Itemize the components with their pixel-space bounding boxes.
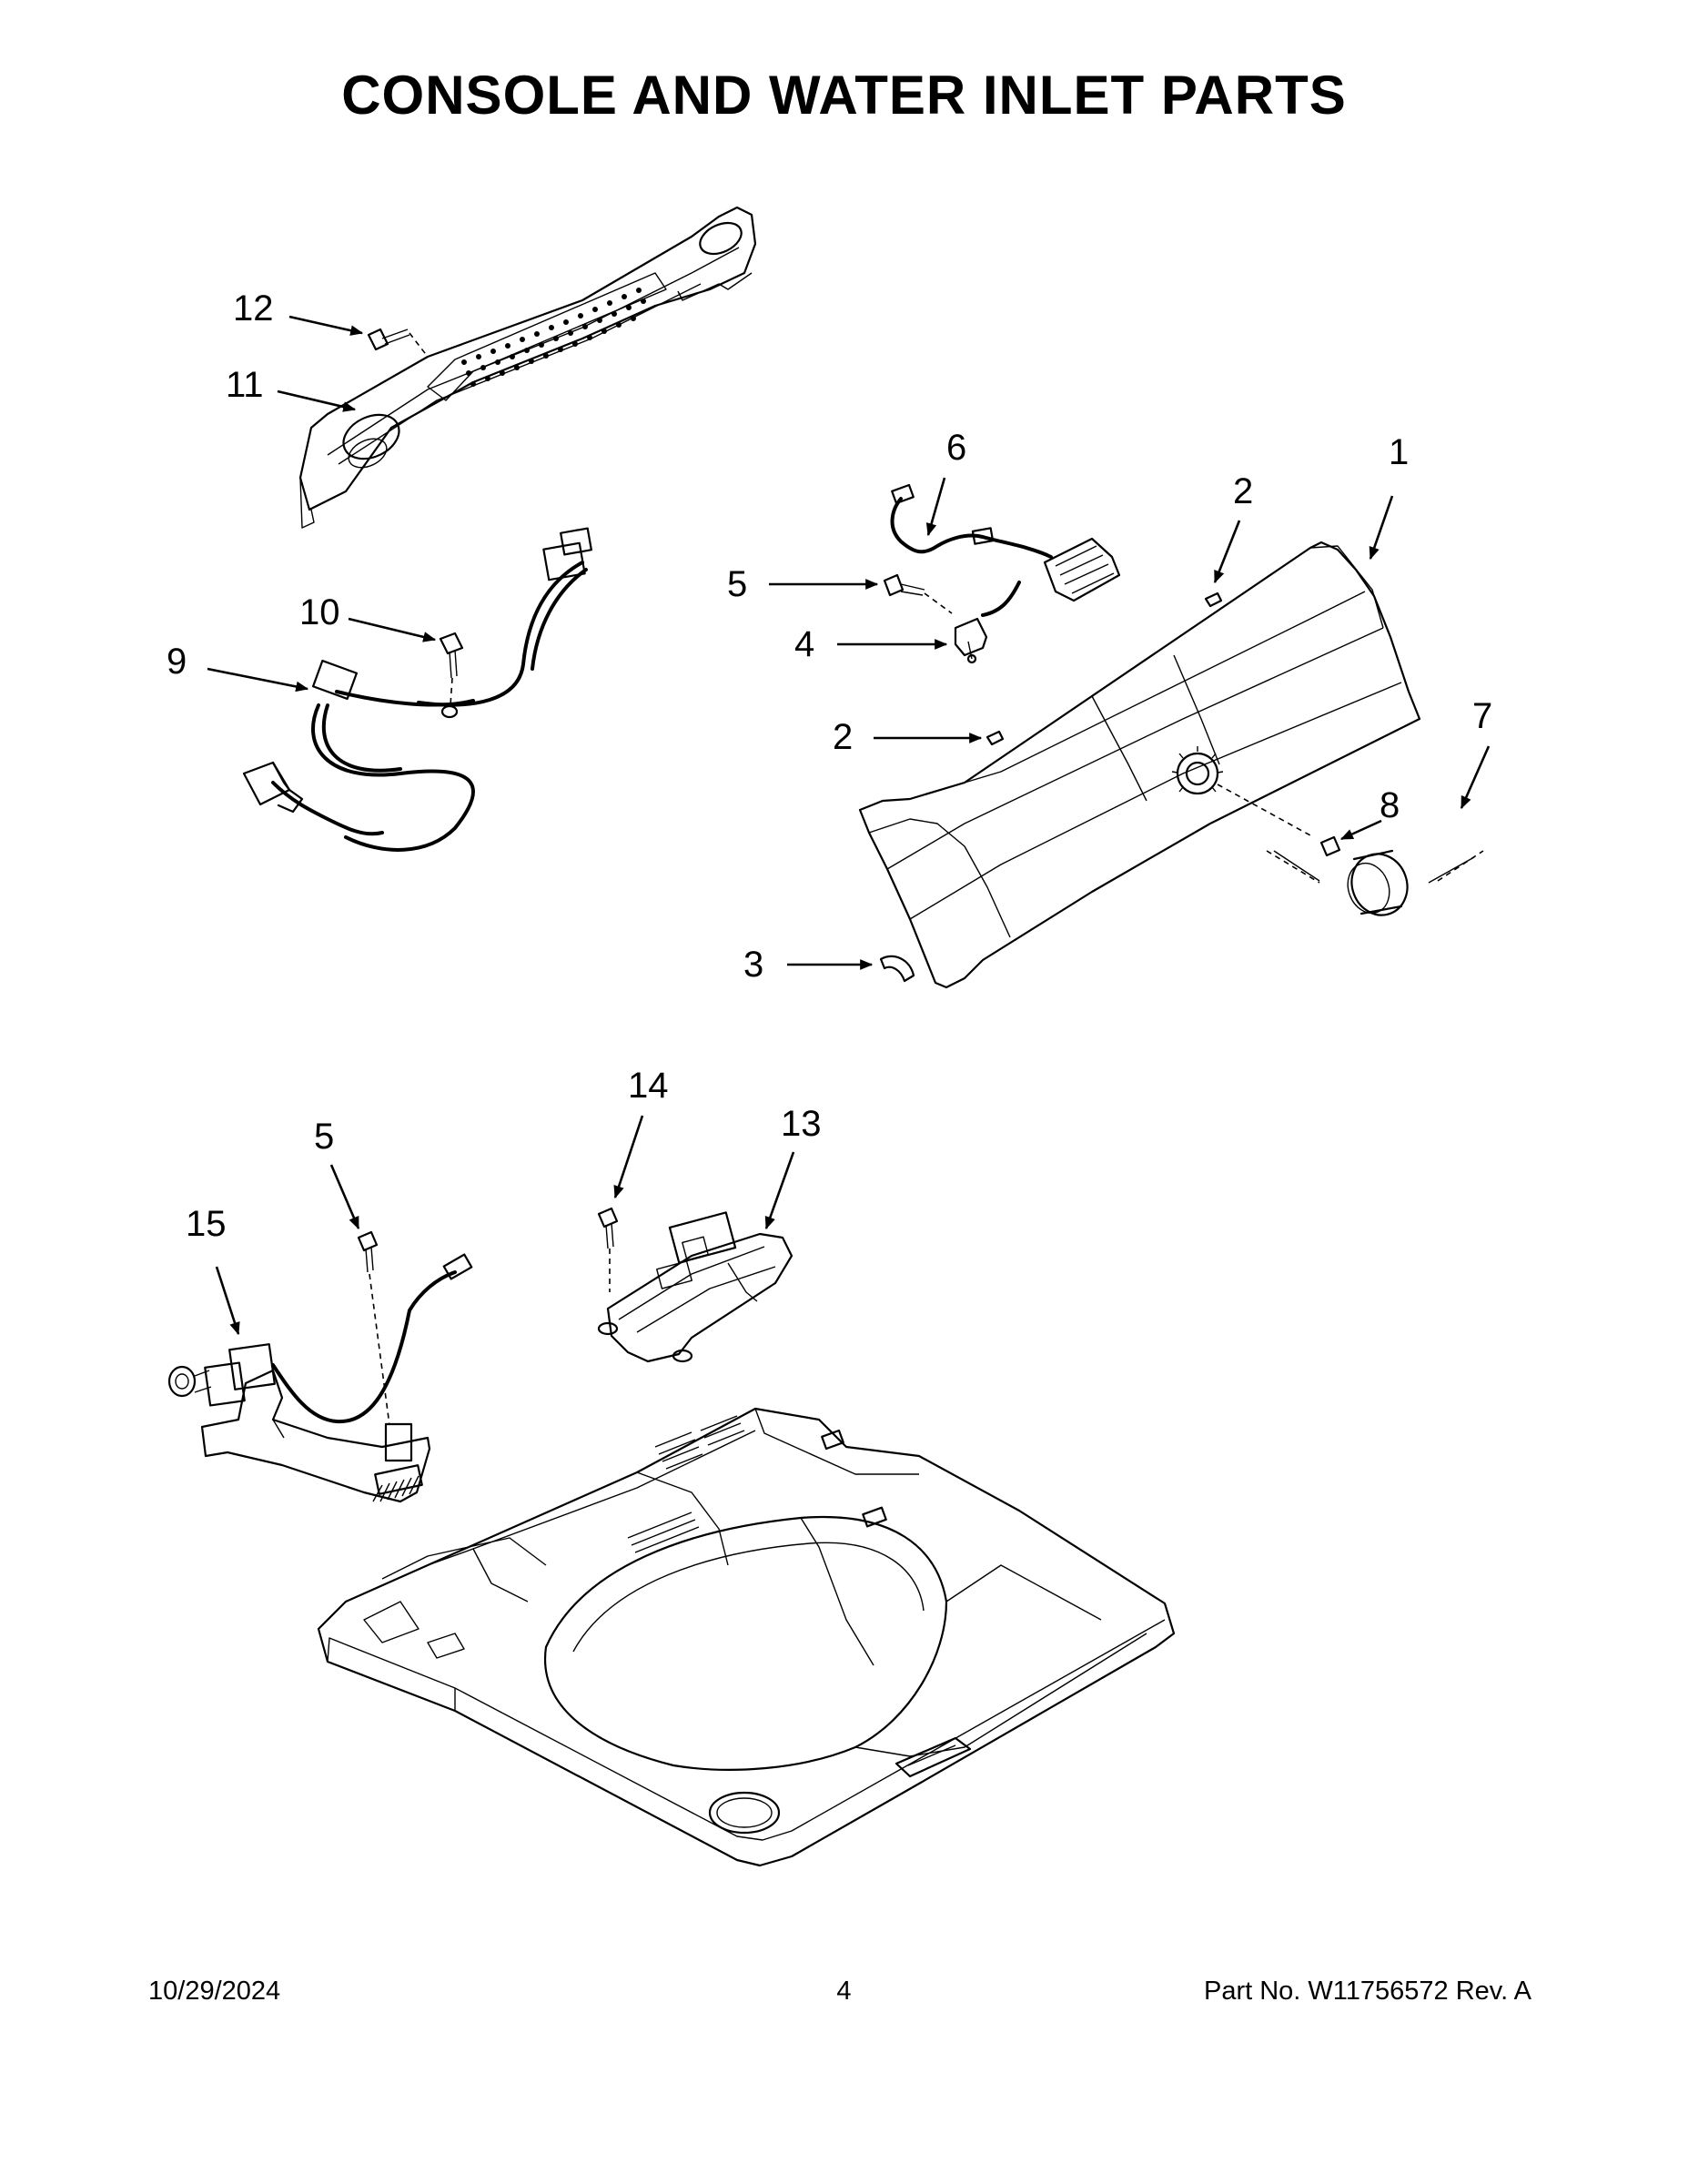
- clip-part-2-lower: [986, 730, 1005, 746]
- footer-date: 10/29/2024: [148, 1977, 281, 2006]
- top-vent-slots: [627, 1415, 745, 1553]
- knob-parts: [1266, 835, 1484, 916]
- callout-2-lower: 2: [833, 717, 853, 757]
- callout-12: 12: [233, 288, 274, 329]
- clip-part-3: [879, 955, 915, 983]
- callout-15: 15: [186, 1204, 227, 1244]
- machine-control-board-part: [597, 1207, 793, 1363]
- knob-indicator-ticks: [1171, 746, 1224, 793]
- callout-2-upper: 2: [1233, 471, 1253, 511]
- callout-9: 9: [167, 642, 187, 682]
- page-title: CONSOLE AND WATER INLET PARTS: [341, 65, 1347, 126]
- callout-11: 11: [226, 365, 264, 405]
- screw-part-5-bottom: [357, 1230, 390, 1426]
- leader-10: [348, 617, 437, 642]
- washer-top-assembly: [317, 1407, 1176, 1867]
- leader-13: [764, 1151, 795, 1230]
- callout-13: 13: [781, 1104, 822, 1144]
- leader-6: [925, 477, 946, 537]
- leader-5-bottom: [329, 1164, 360, 1230]
- callout-leaders: [207, 315, 1491, 1336]
- callout-7: 7: [1472, 696, 1492, 736]
- callout-5-top: 5: [727, 564, 747, 604]
- leader-2-upper: [1213, 520, 1241, 584]
- lid-switch-part-4: [954, 617, 988, 664]
- power-plug: [242, 761, 304, 814]
- screw-part-12: [367, 328, 429, 358]
- clip-part-2-upper: [1204, 592, 1223, 608]
- leader-12: [288, 315, 364, 336]
- screw-part-5-top: [883, 573, 953, 614]
- callout-1: 1: [1389, 432, 1409, 472]
- leader-15: [215, 1266, 240, 1336]
- water-inlet-valve-part: [167, 1230, 473, 1503]
- callout-14: 14: [628, 1066, 669, 1106]
- leader-9: [207, 667, 309, 693]
- callout-6: 6: [946, 428, 966, 468]
- leader-11: [277, 389, 357, 412]
- valve-terminal-pins: [372, 1475, 419, 1502]
- footer-page-number: 4: [836, 1977, 852, 2006]
- leader-7: [1460, 745, 1491, 810]
- leader-14: [613, 1115, 644, 1199]
- power-cord-harness-part: [242, 527, 592, 852]
- vent-holes: [461, 288, 646, 387]
- leader-1: [1369, 495, 1394, 561]
- callout-10: 10: [299, 592, 340, 632]
- callout-5-bottom: 5: [314, 1117, 334, 1157]
- user-interface-board-part: [879, 483, 1223, 983]
- leader-8: [1339, 819, 1382, 841]
- screw-part-14: [597, 1207, 619, 1292]
- footer-part-number: Part No. W11756572 Rev. A: [1203, 1977, 1531, 2006]
- callout-8: 8: [1380, 785, 1400, 825]
- ground-screw-part-10: [439, 632, 464, 719]
- rear-console-cover-part: [298, 206, 757, 529]
- callout-4: 4: [794, 624, 814, 664]
- callout-numbers: 12 11 10 9 6 2 1 5 4 2 7 8 3 14 13 5 15: [167, 288, 1492, 1244]
- control-console-part: [858, 541, 1421, 989]
- callout-3: 3: [743, 945, 763, 985]
